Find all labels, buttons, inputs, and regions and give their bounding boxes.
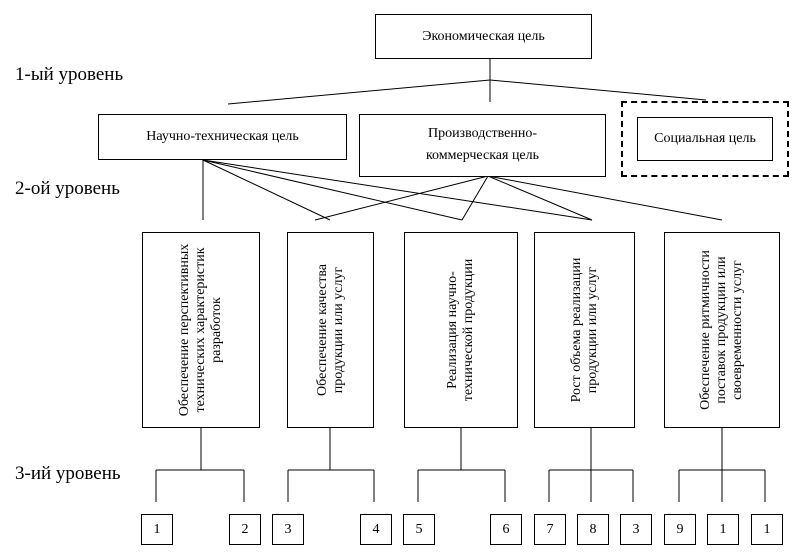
- production-goal-box: Производственно-коммерческая цель: [359, 114, 606, 177]
- root-goal-box: Экономическая цель: [375, 14, 592, 59]
- leaf-box: 4: [360, 514, 392, 545]
- level-1-label: 1-ый уровень: [15, 64, 124, 85]
- subgoal-label: Реализация научно-технической продукции: [445, 258, 476, 402]
- leaf-box: 1: [751, 514, 783, 545]
- leaf-box: 8: [577, 514, 609, 545]
- subgoal-label: Обеспечение качества продукции или услуг: [314, 264, 346, 396]
- social-goal-box: Социальная цель: [621, 101, 789, 177]
- leaf-box: 1: [141, 514, 173, 545]
- subgoal-box: Обеспечение качества продукции или услуг: [287, 232, 374, 428]
- social-goal-inner: Социальная цель: [637, 117, 773, 161]
- subgoal-box: Реализация научно-технической продукции: [404, 232, 518, 428]
- subgoal-box: Рост объема реализации продукции или усл…: [534, 232, 635, 428]
- scientific-goal-box: Научно-техническая цель: [98, 114, 347, 160]
- leaf-box: 3: [272, 514, 304, 545]
- subgoal-label: Обеспечение ритмичности поставок продукц…: [698, 250, 745, 410]
- leaf-box: 2: [229, 514, 261, 545]
- root-goal-label: Экономическая цель: [422, 28, 545, 44]
- subgoal-box: Обеспечение перспективных технических ха…: [142, 232, 260, 428]
- leaf-box: 7: [534, 514, 566, 545]
- production-goal-label: Производственно-коммерческая цель: [425, 126, 540, 163]
- leaf-box: 9: [664, 514, 696, 545]
- social-goal-label: Социальная цель: [654, 131, 756, 146]
- level-2-label: 2-ой уровень: [15, 178, 120, 199]
- leaf-box: 1: [707, 514, 739, 545]
- leaf-box: 6: [490, 514, 522, 545]
- subgoal-box: Обеспечение ритмичности поставок продукц…: [664, 232, 780, 428]
- leaf-box: 5: [403, 514, 435, 545]
- leaf-box: 3: [620, 514, 652, 545]
- scientific-goal-label: Научно-техническая цель: [146, 129, 299, 144]
- subgoal-label: Обеспечение перспективных технических ха…: [177, 243, 224, 417]
- level-3-label: 3-ий уровень: [15, 463, 121, 484]
- subgoal-label: Рост объема реализации продукции или усл…: [568, 257, 600, 403]
